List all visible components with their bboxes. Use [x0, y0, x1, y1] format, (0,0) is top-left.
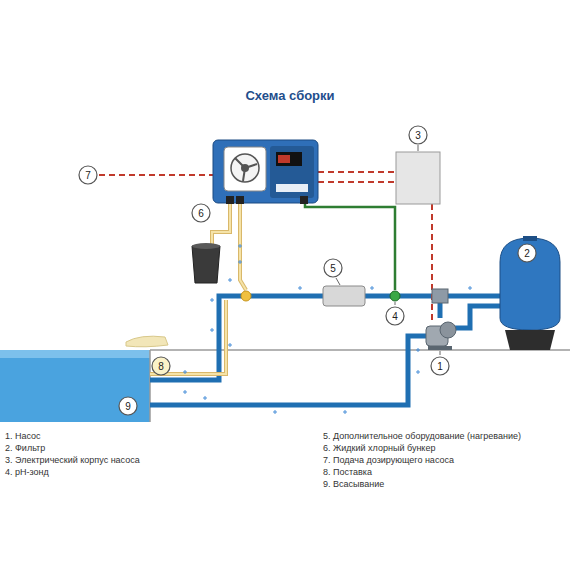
callout-number: 6 — [191, 203, 211, 223]
legend-item: 4. pH-зонд — [5, 467, 49, 477]
leader-line — [440, 351, 441, 355]
callout-circle: 7 — [78, 165, 98, 185]
callout-number: 5 — [323, 258, 343, 278]
flow-mark — [210, 328, 214, 332]
probe-fitting — [300, 196, 308, 204]
callout-ring — [409, 126, 427, 144]
legend-item: 1. Насос — [5, 431, 41, 441]
flow-mark — [183, 390, 187, 394]
callout-ring — [79, 166, 97, 184]
suction-pipe — [150, 336, 428, 405]
callout-circle: 1 — [430, 356, 450, 376]
flow-mark — [203, 396, 207, 400]
callout-ring — [431, 357, 449, 375]
flow-mark — [298, 286, 302, 290]
control-panel — [270, 146, 314, 198]
callout-ring — [119, 397, 137, 415]
leader-line — [418, 145, 419, 151]
supply-pipe — [150, 296, 436, 380]
callout-circle: 6 — [191, 203, 211, 223]
power-line — [99, 174, 213, 176]
leader-line — [395, 302, 396, 305]
tube-fitting — [226, 196, 234, 204]
callout-circle: 4 — [385, 306, 405, 326]
legend-item: 9. Всасывание — [323, 479, 384, 489]
pump-base — [428, 346, 452, 350]
legend-item: 8. Поставка — [323, 467, 372, 477]
callout-ring — [152, 357, 170, 375]
flow-mark — [370, 286, 374, 290]
callout-circle: 2 — [517, 243, 537, 263]
power-line — [318, 171, 396, 173]
flow-mark — [228, 278, 232, 282]
callout-number: 3 — [408, 125, 428, 145]
heater — [323, 286, 365, 306]
callout-number: 7 — [78, 165, 98, 185]
leader-line — [336, 278, 340, 285]
flow-mark — [416, 348, 420, 352]
legend-item: 5. Дополнительное оборудование (нагреван… — [323, 431, 521, 441]
callout-circle: 3 — [408, 125, 428, 145]
valve — [432, 289, 448, 303]
filter-base — [505, 330, 555, 350]
pool-cover — [126, 336, 168, 347]
pump-head — [224, 147, 266, 191]
flow-mark — [416, 370, 420, 374]
display-digits — [278, 155, 290, 163]
flow-mark — [468, 286, 472, 290]
injection-point — [241, 291, 251, 301]
legend-item: 2. Фильтр — [5, 443, 45, 453]
flow-marks — [183, 244, 472, 414]
legend-item: 7. Подача дозирующего насоса — [323, 455, 454, 465]
legend-item: 6. Жидкий хлорный бункер — [323, 443, 435, 453]
filter-lid — [523, 236, 537, 241]
callout-number: 9 — [118, 396, 138, 416]
flow-mark — [228, 343, 232, 347]
callout-circle: 5 — [323, 258, 343, 278]
container-rim — [192, 243, 220, 249]
flow-mark — [238, 260, 242, 264]
suction-tube-core — [212, 203, 230, 246]
pump-motor — [440, 322, 456, 338]
pool-surface — [0, 350, 150, 358]
tube-fitting — [236, 196, 244, 204]
callout-ring — [324, 259, 342, 277]
diagram-title: Схема сборки — [245, 88, 334, 103]
legend-item: 3. Электрический корпус насоса — [5, 455, 140, 465]
callout-number: 1 — [430, 356, 450, 376]
filter-tank — [500, 238, 560, 330]
callout-circle: 8 — [151, 356, 171, 376]
ph-probe — [390, 291, 400, 301]
callout-number: 2 — [517, 243, 537, 263]
flow-mark — [238, 244, 242, 248]
dosing-pump-housing — [213, 140, 318, 203]
chlorine-container — [192, 246, 220, 283]
flow-mark — [183, 370, 187, 374]
probe-cable — [305, 203, 395, 290]
flow-mark — [343, 410, 347, 414]
pool-water — [0, 350, 150, 422]
pool-wall — [149, 350, 151, 422]
filter-pipe — [448, 296, 505, 328]
electrical-box — [396, 152, 440, 204]
suction-tube — [212, 203, 230, 246]
callout-number: 4 — [385, 306, 405, 326]
callout-circle: 9 — [118, 396, 138, 416]
rotor-arms — [235, 158, 257, 181]
display — [276, 152, 302, 166]
callout-ring — [518, 244, 536, 262]
peristaltic-rotor — [231, 154, 259, 182]
power-line — [318, 181, 396, 183]
ground-line — [150, 349, 570, 351]
callout-ring — [192, 204, 210, 222]
callout-ring — [386, 307, 404, 325]
brand-plate — [276, 184, 308, 192]
flow-mark — [210, 298, 214, 302]
callout-number: 8 — [151, 356, 171, 376]
flow-mark — [273, 410, 277, 414]
